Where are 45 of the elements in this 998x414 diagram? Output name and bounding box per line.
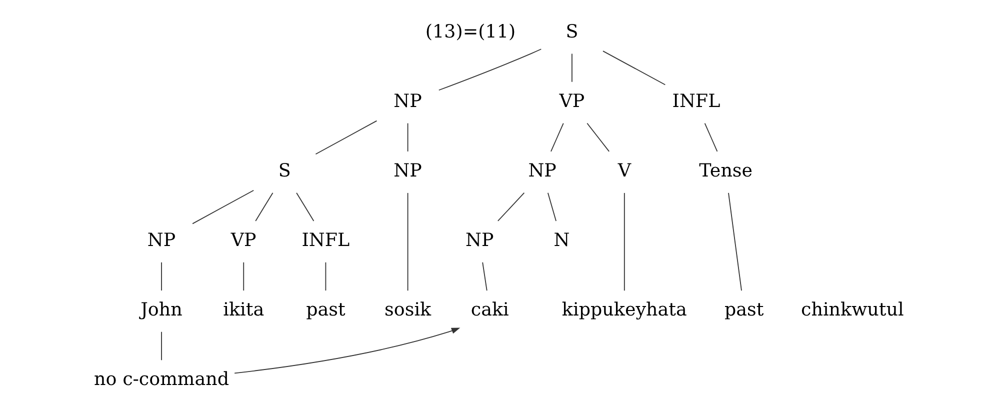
node-text: N: [554, 230, 570, 252]
connector: [497, 192, 525, 222]
connector: [161, 262, 162, 291]
connector: [602, 50, 666, 86]
node-text: NP: [466, 230, 494, 252]
node-text: S: [566, 21, 578, 42]
node-text: kippukeyhata: [562, 300, 687, 321]
node-text: John: [140, 300, 182, 321]
connector: [547, 192, 556, 222]
connector: [550, 122, 564, 152]
node-text: Tense: [699, 160, 753, 182]
node-text: past: [306, 300, 346, 321]
node-text: no c-command: [94, 369, 230, 390]
node-text: sosik: [384, 300, 432, 321]
connector: [296, 192, 314, 222]
node-text: NP: [147, 230, 176, 252]
node-text: INFL: [302, 230, 350, 252]
arrow: [234, 328, 460, 374]
node-text: V: [618, 160, 631, 182]
connector: [243, 262, 244, 291]
node-text: ikita: [223, 300, 264, 321]
connector: [438, 48, 542, 91]
node-text: INFL: [672, 91, 720, 112]
connector: [728, 192, 742, 292]
connector: [624, 192, 625, 292]
node-text: S: [278, 160, 291, 182]
node-text: VP: [559, 91, 585, 112]
connector: [407, 122, 408, 152]
connector: [315, 120, 378, 155]
connector: [407, 192, 408, 292]
connector: [482, 262, 488, 291]
node-text: chinkwutul: [801, 300, 904, 321]
connector: [586, 122, 610, 152]
node-text: VP: [230, 230, 256, 252]
connector: [192, 190, 254, 224]
node-text: past: [724, 300, 764, 321]
connector: [255, 192, 274, 222]
node-text: caki: [470, 300, 509, 321]
connector: [161, 331, 162, 361]
label: (13)=(11): [425, 21, 516, 42]
connector: [704, 122, 718, 152]
connector: [325, 262, 326, 291]
node-text: NP: [394, 91, 422, 112]
node-text: NP: [394, 160, 422, 182]
node-text: NP: [528, 160, 556, 182]
